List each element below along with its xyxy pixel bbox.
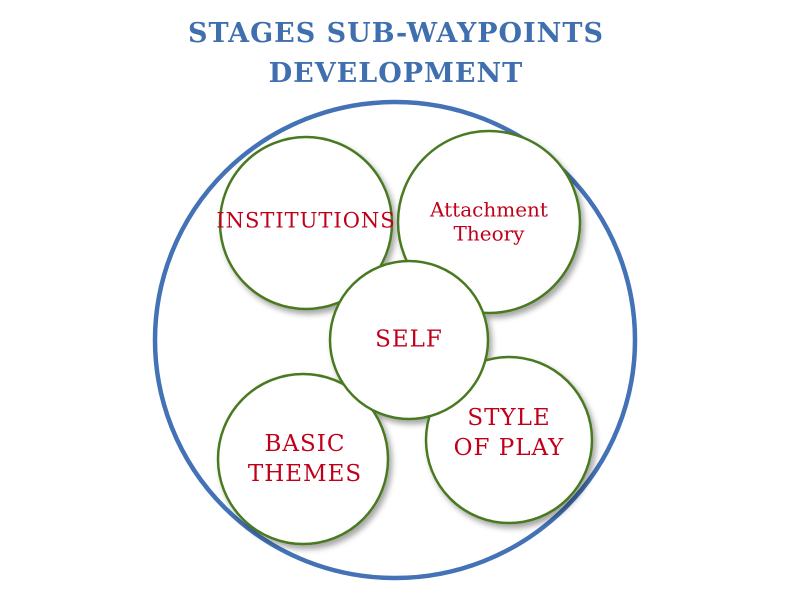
attachment-theory-label-line-2: Theory [453, 221, 525, 245]
basic-themes-label-line-1: BASIC [264, 431, 346, 458]
self-label-line-1: SELF [375, 326, 443, 353]
style-of-play-label-line-1: STYLE [467, 405, 551, 432]
diagram-title: STAGES SUB-WAYPOINTS DEVELOPMENT [0, 14, 792, 94]
attachment-theory-label: Attachment Theory [430, 198, 548, 245]
title-line-1: STAGES SUB-WAYPOINTS [188, 18, 604, 49]
style-of-play-label: STYLE OF PLAY [454, 404, 565, 464]
basic-themes-label: BASIC THEMES [248, 430, 362, 490]
self-label: SELF [375, 326, 443, 353]
basic-themes-circle [216, 372, 390, 546]
style-of-play-circle [424, 355, 594, 525]
attachment-theory-label-line-1: Attachment [430, 197, 548, 222]
institutions-label: INSTITUTIONS [216, 209, 395, 234]
title-line-2: DEVELOPMENT [268, 58, 524, 89]
style-of-play-label-line-2: OF PLAY [453, 435, 565, 461]
attachment-theory-circle [396, 129, 582, 315]
institutions-circle [218, 135, 394, 311]
outer-circle [152, 99, 638, 581]
institutions-label-line-1: INSTITUTIONS [216, 208, 396, 233]
basic-themes-label-line-2: THEMES [247, 461, 363, 487]
self-circle [328, 259, 490, 421]
